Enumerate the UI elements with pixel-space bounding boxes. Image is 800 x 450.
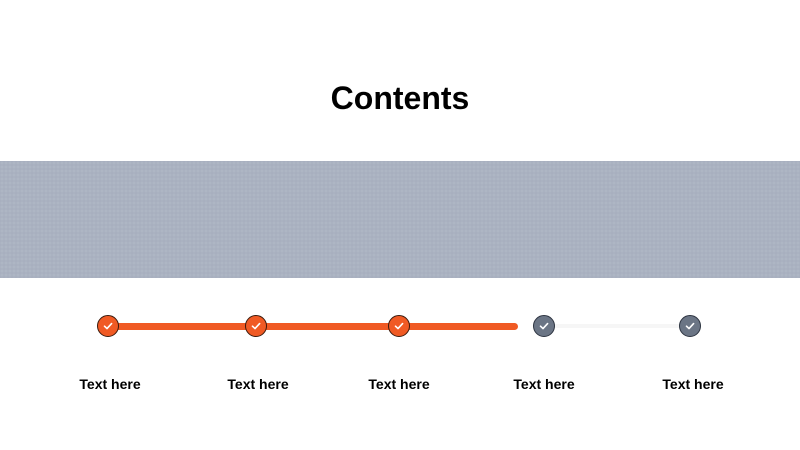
timeline-step-4-check-icon xyxy=(533,315,555,337)
timeline-step-4-label: Text here xyxy=(513,376,575,392)
timeline-step-5-check-icon xyxy=(679,315,701,337)
timeline-track-progress xyxy=(108,323,518,330)
slide-title: Contents xyxy=(330,80,470,116)
timeline-step-3-label: Text here xyxy=(368,376,430,392)
timeline-step-2-label: Text here xyxy=(227,376,289,392)
image-placeholder-banner xyxy=(0,161,800,278)
timeline-step-5-label: Text here xyxy=(662,376,724,392)
timeline-step-3-check-icon xyxy=(388,315,410,337)
progress-timeline: Text here Text here Text here Text here … xyxy=(0,300,800,410)
timeline-step-1-check-icon xyxy=(97,315,119,337)
timeline-track-remaining xyxy=(544,324,690,328)
timeline-step-1-label: Text here xyxy=(79,376,141,392)
timeline-step-2-check-icon xyxy=(245,315,267,337)
